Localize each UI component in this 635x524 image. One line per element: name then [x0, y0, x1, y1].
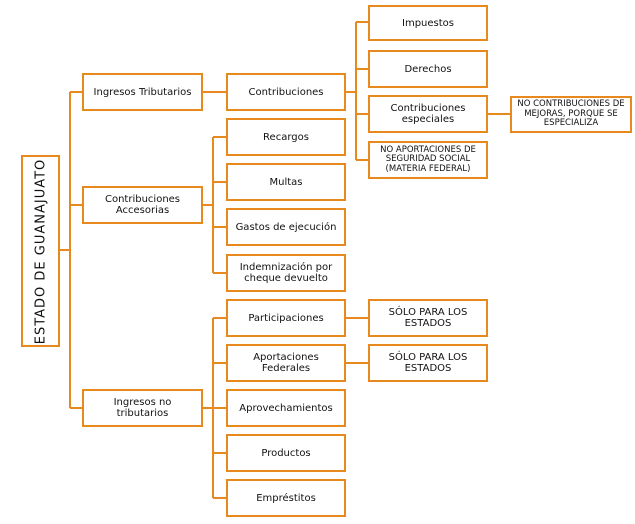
- note-solo-estados-participaciones: SÓLO PARA LOS ESTADOS: [368, 299, 488, 337]
- root-label: ESTADO DE GUANAJUATO: [33, 158, 48, 344]
- root-node: ESTADO DE GUANAJUATO: [21, 155, 60, 347]
- node-aprovechamientos: Aprovechamientos: [226, 389, 346, 427]
- node-participaciones: Participaciones: [226, 299, 346, 337]
- node-productos: Productos: [226, 434, 346, 472]
- node-multas: Multas: [226, 163, 346, 201]
- node-contribuciones-especiales: Contribuciones especiales: [368, 95, 488, 133]
- node-contribuciones: Contribuciones: [226, 73, 346, 111]
- note-no-contribuciones-mejoras: NO CONTRIBUCIONES DE MEJORAS, PORQUE SE …: [510, 96, 632, 133]
- node-no-aportaciones-seguridad-social: NO APORTACIONES DE SEGURIDAD SOCIAL (MAT…: [368, 141, 488, 179]
- node-aportaciones-federales: Aportaciones Federales: [226, 344, 346, 382]
- node-ingresos-no-tributarios: Ingresos no tributarios: [82, 389, 203, 427]
- note-solo-estados-aportaciones: SÓLO PARA LOS ESTADOS: [368, 344, 488, 382]
- node-gastos-ejecucion: Gastos de ejecución: [226, 208, 346, 246]
- node-recargos: Recargos: [226, 118, 346, 156]
- node-contribuciones-accesorias: Contribuciones Accesorias: [82, 186, 203, 224]
- node-emprestitos: Empréstitos: [226, 479, 346, 517]
- node-derechos: Derechos: [368, 50, 488, 88]
- node-indemnizacion-cheque: Indemnización por cheque devuelto: [226, 254, 346, 292]
- node-ingresos-tributarios: Ingresos Tributarios: [82, 73, 203, 111]
- node-impuestos: Impuestos: [368, 5, 488, 41]
